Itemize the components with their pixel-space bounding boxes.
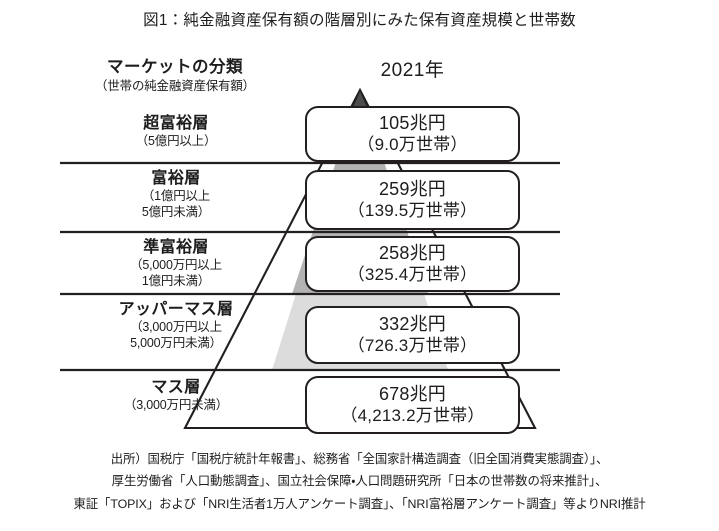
source-note-line-2: 厚生労働省「人口動態調査」、国立社会保障・人口問題研究所「日本の世帯数の将来推計… — [111, 474, 608, 489]
data-households-2: （139.5万世帯） — [347, 200, 478, 220]
tier-range-3-line-2: 1億円未満） — [141, 274, 211, 289]
tier-range-1-line-1: （5億円以上） — [135, 134, 217, 149]
tier-label-2: 富裕層 （1億円以上 5億円未満） — [60, 169, 292, 220]
tier-range-4-line-2: 5,000万円未満） — [130, 336, 222, 351]
market-header-title: マーケットの分類 — [107, 58, 243, 76]
tier-range-5-line-1: （3,000万円未満） — [123, 398, 229, 413]
data-households-1: （9.0万世帯） — [357, 134, 468, 154]
data-households-3: （325.4万世帯） — [347, 264, 478, 284]
data-households-5: （4,213.2万世帯） — [340, 405, 485, 425]
tier-range-4-line-1: （3,000万円以上 — [130, 320, 222, 335]
data-box-5: 678兆円 （4,213.2万世帯） — [305, 376, 520, 434]
data-amount-1: 105兆円 — [378, 113, 447, 134]
tier-name-5: マス層 — [151, 379, 201, 396]
data-amount-5: 678兆円 — [378, 384, 447, 405]
data-amount-3: 258兆円 — [378, 243, 447, 264]
tier-name-1: 超富裕層 — [143, 115, 209, 132]
tier-label-1: 超富裕層 （5億円以上） — [60, 114, 292, 149]
source-notes: 出所）国税庁「国税庁統計年報書」、総務省「全国家計構造調査（旧全国消費実態調査）… — [0, 448, 719, 515]
data-amount-4: 332兆円 — [378, 314, 447, 335]
data-amount-2: 259兆円 — [378, 179, 447, 200]
source-note-line-1: 出所）国税庁「国税庁統計年報書」、総務省「全国家計構造調査（旧全国消費実態調査）… — [110, 452, 609, 466]
market-header-subtitle: （世帯の純金融資産保有額） — [95, 78, 255, 93]
tier-name-3: 準富裕層 — [143, 239, 209, 256]
data-box-1: 105兆円 （9.0万世帯） — [305, 106, 520, 162]
market-category-header: マーケットの分類 （世帯の純金融資産保有額） — [60, 58, 290, 94]
data-box-3: 258兆円 （325.4万世帯） — [305, 236, 520, 292]
tier-name-4: アッパーマス層 — [118, 301, 234, 318]
pyramid-chart: マーケットの分類 （世帯の純金融資産保有額） 2021年 超富裕層 （5億円以上… — [0, 48, 719, 444]
data-households-4: （726.3万世帯） — [347, 335, 478, 355]
tier-label-5: マス層 （3,000万円未満） — [60, 378, 292, 413]
tier-label-3: 準富裕層 （5,000万円以上 1億円未満） — [60, 238, 292, 289]
page-title: 図1：純金融資産保有額の階層別にみた保有資産規模と世帯数 — [143, 12, 576, 29]
year-header: 2021年 — [380, 60, 445, 81]
tier-range-2-line-2: 5億円未満） — [141, 205, 211, 220]
data-box-2: 259兆円 （139.5万世帯） — [305, 170, 520, 230]
tier-range-3-line-1: （5,000万円以上 — [130, 258, 222, 273]
tier-name-2: 富裕層 — [151, 170, 201, 187]
data-box-4: 332兆円 （726.3万世帯） — [305, 306, 520, 364]
tier-range-2-line-1: （1億円以上 — [141, 189, 211, 204]
tier-label-4: アッパーマス層 （3,000万円以上 5,000万円未満） — [60, 300, 292, 351]
source-note-line-3: 東証「TOPIX」および「NRI生活者1万人アンケート調査」、「NRI富裕層アン… — [73, 496, 646, 511]
